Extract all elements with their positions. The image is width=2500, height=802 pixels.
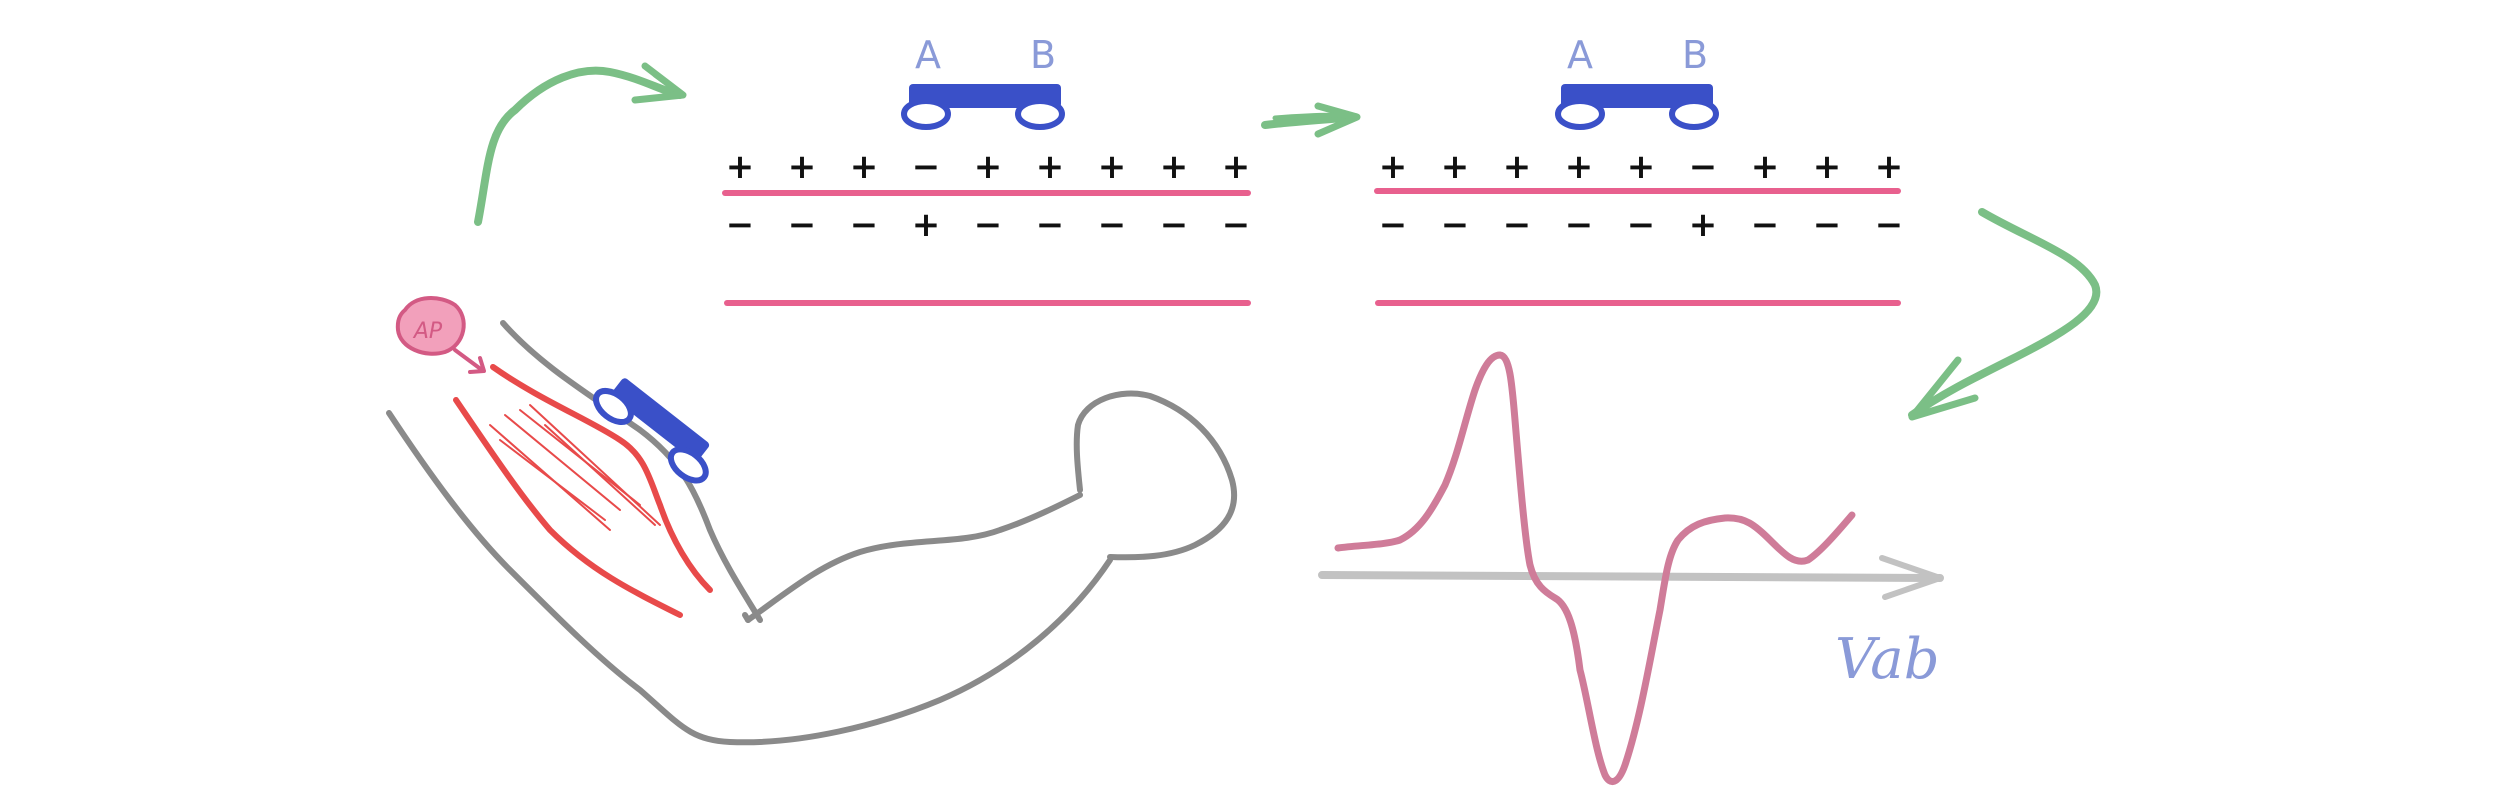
charge-sign-bottom: + xyxy=(912,205,941,245)
charge-sign-bottom: − xyxy=(1160,205,1189,245)
muscle-illustration xyxy=(453,364,713,618)
charge-sign-bottom: − xyxy=(726,205,755,245)
charge-sign-bottom: + xyxy=(1689,205,1718,245)
membrane-panel-2: +++++−+++ −−−−−+−−− A B xyxy=(1374,33,1904,306)
charge-sign-top: + xyxy=(1222,147,1251,187)
charge-sign-bottom: − xyxy=(1222,205,1251,245)
signal-waveform xyxy=(1334,351,1856,785)
membrane-panel-1: +++−+++++ −−−+−−−−− A B xyxy=(722,33,1251,306)
charge-sign-top: + xyxy=(1379,147,1408,187)
charge-sign-top: + xyxy=(1441,147,1470,187)
charge-sign-top: + xyxy=(1627,147,1656,187)
charge-sign-top: + xyxy=(1160,147,1189,187)
arrow-icon xyxy=(1908,208,2101,419)
charge-sign-top: + xyxy=(1036,147,1065,187)
charge-sign-bottom: − xyxy=(1813,205,1842,245)
signal-axis-label: Vab xyxy=(1835,627,1940,692)
electrode-icon xyxy=(901,84,1065,130)
charge-sign-top: + xyxy=(1875,147,1904,187)
charge-sign-bottom: − xyxy=(788,205,817,245)
charge-sign-top: + xyxy=(850,147,879,187)
bottom-signs-row: −−−−−+−−− xyxy=(1379,205,1904,245)
charge-sign-bottom: − xyxy=(1036,205,1065,245)
arm-illustration xyxy=(386,320,1238,746)
charge-sign-top: + xyxy=(788,147,817,187)
charge-sign-bottom: − xyxy=(1565,205,1594,245)
electrode-label-a: A xyxy=(1567,33,1593,77)
electrode-label-b: B xyxy=(1030,33,1056,77)
charge-sign-bottom: − xyxy=(1751,205,1780,245)
charge-sign-top: − xyxy=(912,147,941,187)
bottom-signs-row: −−−+−−−−− xyxy=(726,205,1251,245)
action-potential-label: AP xyxy=(412,319,443,344)
signal-plot: Vab xyxy=(1318,351,1944,785)
charge-sign-bottom: − xyxy=(850,205,879,245)
electrode-icon xyxy=(1555,84,1719,130)
charge-sign-top: + xyxy=(1751,147,1780,187)
charge-sign-top: + xyxy=(1503,147,1532,187)
arrow-icon xyxy=(474,66,684,226)
charge-sign-bottom: − xyxy=(1441,205,1470,245)
charge-sign-top: + xyxy=(974,147,1003,187)
top-signs-row: +++++−+++ xyxy=(1379,147,1904,187)
charge-sign-top: + xyxy=(726,147,755,187)
charge-sign-bottom: − xyxy=(1098,205,1127,245)
signal-axis xyxy=(1318,571,1944,582)
charge-sign-top: + xyxy=(1098,147,1127,187)
top-signs-row: +++−+++++ xyxy=(726,147,1251,187)
charge-sign-bottom: − xyxy=(1503,205,1532,245)
electrode-label-b: B xyxy=(1682,33,1708,77)
flow-arrow-panel2-to-signal xyxy=(1908,208,2101,421)
charge-sign-bottom: − xyxy=(1875,205,1904,245)
electrode-icon xyxy=(593,378,710,484)
charge-sign-top: + xyxy=(1565,147,1594,187)
charge-sign-top: − xyxy=(1689,147,1718,187)
action-potential-icon: AP xyxy=(395,296,486,374)
flow-arrow-panel1-to-panel2 xyxy=(1261,102,1361,138)
charge-sign-bottom: − xyxy=(974,205,1003,245)
charge-sign-top: + xyxy=(1813,147,1842,187)
electrode-label-a: A xyxy=(915,33,941,77)
charge-sign-bottom: − xyxy=(1379,205,1408,245)
flow-arrow-arm-to-panel1 xyxy=(474,62,687,226)
charge-sign-bottom: − xyxy=(1627,205,1656,245)
